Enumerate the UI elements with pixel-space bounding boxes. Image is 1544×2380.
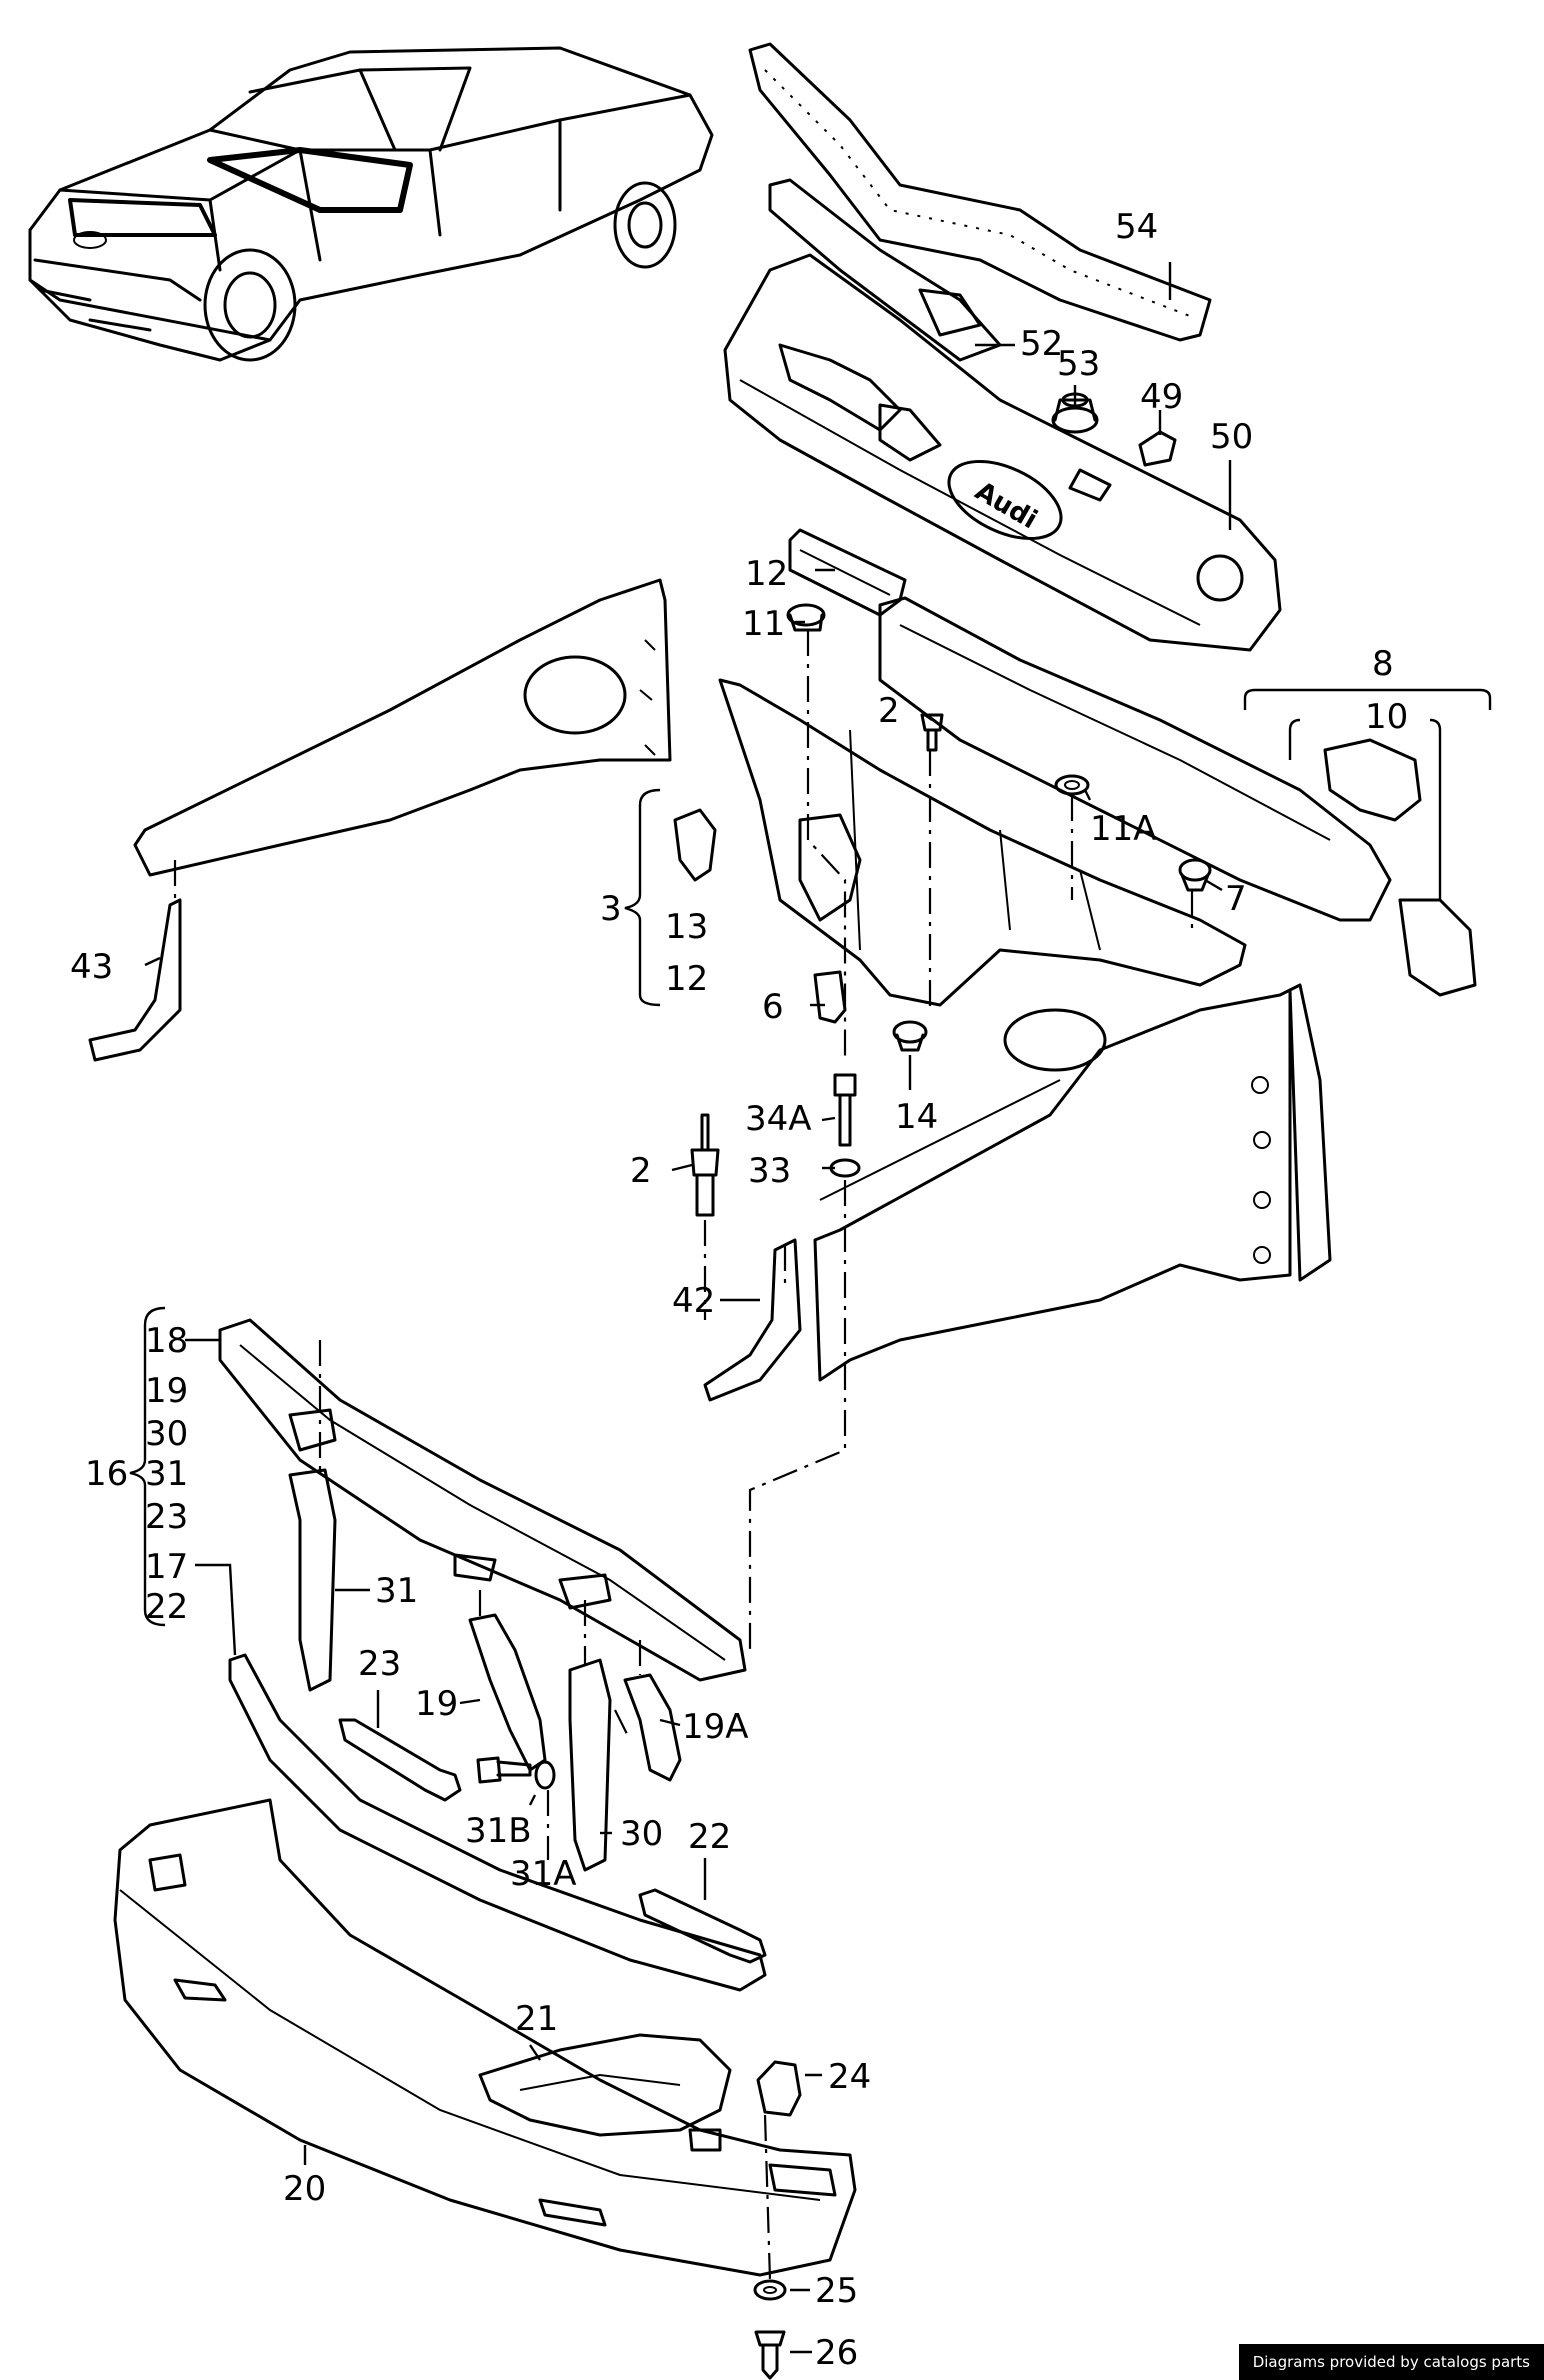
part-18-lock-carrier bbox=[218, 1318, 747, 1682]
label-49: 49 bbox=[1140, 377, 1183, 417]
part-34a-bolt bbox=[833, 1073, 857, 1147]
label-42: 42 bbox=[672, 1281, 715, 1321]
part-20-bumper bbox=[113, 1798, 857, 2277]
car-thumbnail bbox=[28, 46, 714, 362]
part-2-bolt bbox=[920, 713, 944, 752]
label-31: 31 bbox=[145, 1454, 188, 1494]
part-21-air-guide bbox=[478, 2033, 732, 2137]
label-7: 7 bbox=[1225, 879, 1247, 919]
label-31b: 31B bbox=[465, 1811, 532, 1851]
left-wheelhouse bbox=[88, 578, 672, 1062]
label-2-upper: 2 bbox=[878, 691, 900, 731]
label-52: 52 bbox=[1020, 324, 1063, 364]
part-19-bracket bbox=[468, 1613, 547, 1772]
label-19: 19 bbox=[145, 1371, 188, 1411]
label-43: 43 bbox=[70, 947, 113, 987]
label-19-part: 19 bbox=[415, 1684, 458, 1724]
part-11-plug bbox=[786, 603, 826, 632]
label-12-lower: 12 bbox=[665, 959, 708, 999]
brace-10 bbox=[1288, 718, 1442, 900]
part-31a-washer bbox=[534, 1760, 556, 1790]
label-25: 25 bbox=[815, 2271, 858, 2311]
right-wheelhouse bbox=[703, 983, 1332, 1402]
credit-badge: Diagrams provided by catalogs parts bbox=[1238, 2344, 1544, 2380]
label-24: 24 bbox=[828, 2057, 871, 2097]
label-10: 10 bbox=[1365, 697, 1408, 737]
part-49-clip bbox=[1138, 430, 1177, 467]
label-19a: 19A bbox=[682, 1707, 749, 1747]
part-25-washer bbox=[753, 2279, 787, 2301]
label-53: 53 bbox=[1057, 344, 1100, 384]
label-30-part: 30 bbox=[620, 1814, 663, 1854]
part-31b-bolt bbox=[476, 1756, 532, 1784]
part-50-plenum-panel: Audi bbox=[723, 253, 1282, 652]
label-16: 16 bbox=[85, 1454, 128, 1494]
label-18: 18 bbox=[145, 1321, 188, 1361]
part-54-rail bbox=[748, 42, 1212, 342]
part-24-clip bbox=[756, 2060, 802, 2117]
leader-lines bbox=[144, 262, 1232, 2354]
part-14-plug bbox=[892, 1020, 928, 1052]
part-17-seal bbox=[228, 1653, 767, 1992]
brace-8 bbox=[1243, 688, 1492, 710]
label-50: 50 bbox=[1210, 417, 1253, 457]
part-31-support bbox=[288, 1468, 337, 1692]
label-8: 8 bbox=[1372, 644, 1394, 684]
part-2-stud bbox=[690, 1113, 720, 1217]
brace-16 bbox=[129, 1306, 166, 1627]
part-7-plug bbox=[1178, 858, 1212, 892]
label-23-part: 23 bbox=[358, 1644, 401, 1684]
label-13: 13 bbox=[665, 907, 708, 947]
label-22: 22 bbox=[145, 1587, 188, 1627]
callout-labels: 54 52 53 49 50 12 11 8 10 2 11A 7 3 13 1… bbox=[70, 207, 1408, 2373]
label-33: 33 bbox=[748, 1151, 791, 1191]
label-26: 26 bbox=[815, 2333, 858, 2373]
part-6-rubber-stop bbox=[813, 970, 847, 1024]
label-11a: 11A bbox=[1090, 809, 1157, 849]
label-20: 20 bbox=[283, 2169, 326, 2209]
label-21: 21 bbox=[515, 1999, 558, 2039]
brace-3 bbox=[624, 788, 661, 1007]
label-2-lower: 2 bbox=[630, 1151, 652, 1191]
label-6: 6 bbox=[762, 987, 784, 1027]
label-31-part: 31 bbox=[375, 1571, 418, 1611]
label-12-upper: 12 bbox=[745, 554, 788, 594]
part-11a-grommet bbox=[1054, 774, 1090, 796]
label-31a: 31A bbox=[510, 1854, 577, 1894]
label-34a: 34A bbox=[745, 1099, 812, 1139]
label-54: 54 bbox=[1115, 207, 1158, 247]
part-52-strip bbox=[768, 178, 1015, 362]
part-30-support bbox=[568, 1658, 612, 1872]
part-22-bracket bbox=[638, 1888, 767, 1964]
label-11: 11 bbox=[742, 604, 785, 644]
part-8-cross-member bbox=[878, 596, 1477, 997]
label-3: 3 bbox=[600, 889, 622, 929]
label-23: 23 bbox=[145, 1497, 188, 1537]
part-26-screw bbox=[754, 2330, 786, 2380]
label-30: 30 bbox=[145, 1414, 188, 1454]
part-3-bulkhead bbox=[673, 678, 1247, 1007]
part-19a-bracket bbox=[623, 1673, 682, 1782]
part-23-bracket bbox=[338, 1718, 462, 1802]
alignment-lines bbox=[173, 630, 1194, 2281]
label-22-part: 22 bbox=[688, 1817, 731, 1857]
label-17: 17 bbox=[145, 1547, 188, 1587]
label-14: 14 bbox=[895, 1097, 938, 1137]
part-33-washer bbox=[829, 1158, 861, 1178]
